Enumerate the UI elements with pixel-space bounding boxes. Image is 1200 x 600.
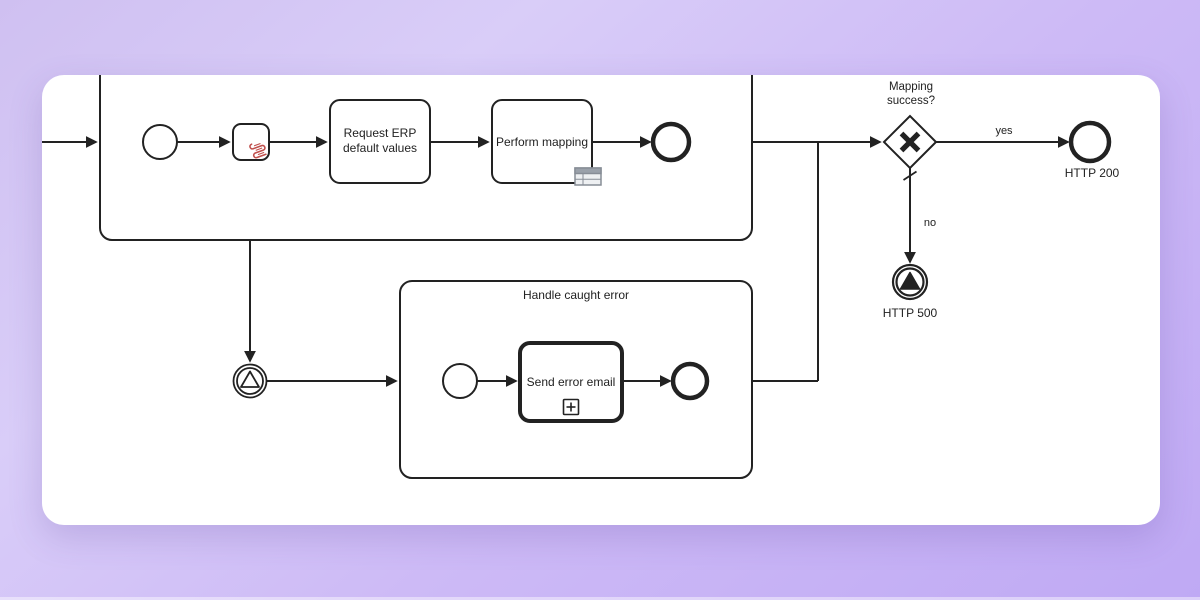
- diagram-canvas-card: Request ERP default values Perform mappi…: [42, 75, 1160, 525]
- bottom-edge-highlight: [0, 597, 1200, 600]
- default-flow-slash-icon: [903, 170, 917, 181]
- call-activity-label: Send error email: [527, 375, 616, 389]
- signal-throw-event-http500[interactable]: [891, 263, 929, 301]
- gateway-label-line1: Mapping: [889, 81, 933, 93]
- signal-triangle-filled-icon: [899, 271, 921, 290]
- script-scroll-icon: [249, 142, 267, 159]
- subprocess-error-title: Handle caught error: [523, 288, 629, 302]
- end-event-http200[interactable]: [1068, 120, 1112, 164]
- gateway-label-line2: success?: [887, 95, 935, 107]
- task-request-erp-label-line1: Request ERP: [344, 126, 417, 140]
- yes-flow-label: yes: [995, 125, 1013, 137]
- start-event-top[interactable]: [142, 124, 178, 160]
- task-request-erp-label-line2: default values: [343, 141, 417, 155]
- http500-label: HTTP 500: [883, 306, 938, 320]
- signal-triangle-outline-icon: [240, 370, 260, 388]
- x-marker-icon: [899, 131, 921, 153]
- bpmn-diagram: Request ERP default values Perform mappi…: [42, 75, 1120, 479]
- end-event-top[interactable]: [650, 121, 692, 163]
- task-perform-mapping-label: Perform mapping: [496, 135, 588, 149]
- signal-catch-event[interactable]: [232, 363, 268, 399]
- http200-label: HTTP 200: [1065, 166, 1120, 180]
- no-flow-label: no: [924, 217, 936, 229]
- business-rule-table-icon: [574, 167, 602, 186]
- start-event-error[interactable]: [442, 363, 478, 399]
- end-event-error[interactable]: [670, 361, 710, 401]
- subprocess-plus-icon[interactable]: [562, 398, 580, 416]
